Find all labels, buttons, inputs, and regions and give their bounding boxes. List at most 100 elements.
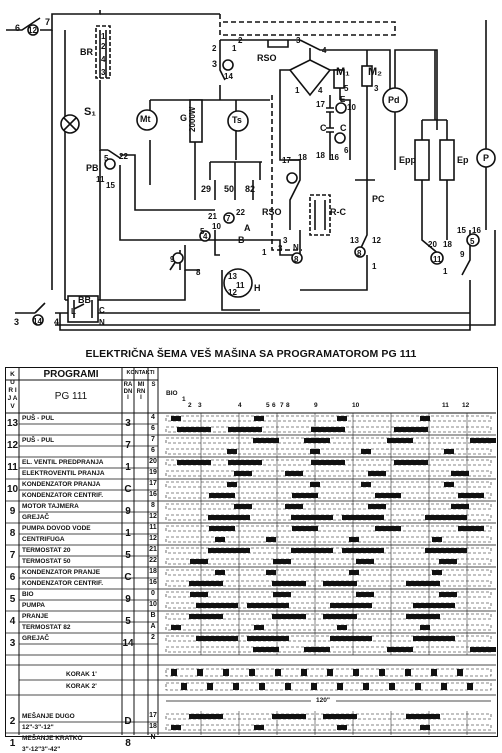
contact-1-label: 1 <box>262 248 267 257</box>
cam-segment <box>272 581 306 586</box>
cam-segment <box>291 548 333 553</box>
cam-segment <box>406 581 440 586</box>
br-2-label: 2 <box>101 42 106 51</box>
diagram-caption: ELEKTRIČNA ŠEMA VEŠ MAŠINA SA PROGRAMATO… <box>85 348 417 360</box>
cam-segment <box>361 449 371 454</box>
row-number: 7 <box>9 550 16 561</box>
header-mirni: MIRNI <box>136 382 146 401</box>
row-number: 12 <box>6 440 19 451</box>
terminal-14-label: 14 <box>33 317 42 326</box>
cam-segment <box>228 460 262 465</box>
contact-number: 20 <box>149 458 157 465</box>
cam-lane <box>165 602 492 609</box>
motor-h-label: H <box>254 283 261 293</box>
table-grid <box>6 368 496 735</box>
cam-segment <box>177 427 211 432</box>
row-label: EL. VENTIL PREDPRANJA <box>22 459 104 466</box>
thermo-82-label: 82 <box>245 184 256 194</box>
contact-number: N <box>150 734 156 741</box>
contact-number: 6 <box>151 425 155 432</box>
contact-number: 12 <box>149 513 157 520</box>
contact-16-label: 16 <box>472 226 481 235</box>
cam-segment <box>387 647 413 652</box>
row-label: PUŠ - PUL <box>22 415 55 422</box>
row-label: PUŠ - PUL <box>22 437 55 444</box>
node-4-label: 4 <box>318 86 323 95</box>
row-number: 11 <box>7 462 18 473</box>
contact-number: 21 <box>149 546 157 553</box>
sw-2-label: 2 <box>212 44 217 53</box>
cam-segment <box>420 416 430 421</box>
cam-segment <box>375 493 401 498</box>
cam-segment <box>285 471 303 476</box>
step-label: 3 <box>198 402 202 409</box>
cam-segment <box>387 438 413 443</box>
contact-number: 4 <box>151 414 155 421</box>
rso-mid-label: RSO <box>262 207 282 217</box>
cam-lane <box>165 470 492 477</box>
cam-segment <box>208 515 250 520</box>
cam-segment <box>420 725 430 730</box>
header-s: S <box>151 382 156 388</box>
cam-segment <box>413 603 455 608</box>
cam-segment <box>406 714 440 719</box>
cam-lane <box>165 415 492 422</box>
terminal-7-label: 7 <box>45 17 51 27</box>
cam-segment <box>292 493 318 498</box>
contact-number: 17 <box>149 712 157 719</box>
cam-segment <box>349 537 359 542</box>
wiring-schematic <box>6 10 496 331</box>
row-label: PUMPA <box>22 602 45 609</box>
cam-segment <box>254 725 264 730</box>
cam-segment <box>311 427 345 432</box>
contact-5b-label: 5 <box>470 237 475 246</box>
node-18-label: 18 <box>298 153 307 162</box>
row-number: 13 <box>6 418 19 429</box>
sw-14-label: 14 <box>224 72 233 81</box>
cam-segment <box>247 636 289 641</box>
cam-lane <box>165 525 492 532</box>
contact-8b-label: 8 <box>357 249 362 258</box>
step-label: 4 <box>238 402 242 409</box>
cam-segment <box>337 725 347 730</box>
cam-segment <box>394 460 428 465</box>
rso-4-label: 4 <box>322 46 327 55</box>
cam-segment <box>266 570 276 575</box>
cam-segment <box>253 647 279 652</box>
cam-lane <box>165 635 492 642</box>
cam-segment <box>368 504 386 509</box>
cam-segment <box>209 526 235 531</box>
pc-label: PC <box>372 194 385 204</box>
cam-lane <box>165 558 492 565</box>
rso-2-label: 2 <box>238 36 243 45</box>
motor-h-12-label: 12 <box>228 288 237 297</box>
capacitor-c2-label: C <box>340 123 347 133</box>
cam-segment <box>266 537 276 542</box>
mt-label: Mt <box>140 114 151 124</box>
contact-9-label: 9 <box>170 255 175 264</box>
group-number: 3 <box>125 418 131 429</box>
cam-segment <box>177 460 211 465</box>
cam-segment <box>432 537 442 542</box>
cam-segment <box>253 438 279 443</box>
step-label: 11 <box>442 402 449 409</box>
step-label: 5 <box>266 402 270 409</box>
contact-a-label: A <box>244 223 251 233</box>
row-label: MEŠANJE DUGO <box>22 713 75 720</box>
group-number: 5 <box>125 550 131 561</box>
cam-lane <box>165 503 492 510</box>
group-number: D <box>124 716 132 727</box>
cam-segment <box>458 526 484 531</box>
cam-segment <box>272 614 306 619</box>
group-number: 7 <box>125 440 131 451</box>
cam-segment <box>291 515 333 520</box>
m1-label: M₁ <box>336 66 350 78</box>
contact-7-label: 7 <box>226 214 231 223</box>
group-number: 1 <box>125 528 131 539</box>
contact-number: 6 <box>151 447 155 454</box>
cam-segment <box>311 460 345 465</box>
motor-h-13-label: 13 <box>228 272 237 281</box>
g-wattage-label: 2000W <box>188 106 197 132</box>
contact-number: 17 <box>149 480 157 487</box>
m2-label: M₂ <box>368 66 383 78</box>
